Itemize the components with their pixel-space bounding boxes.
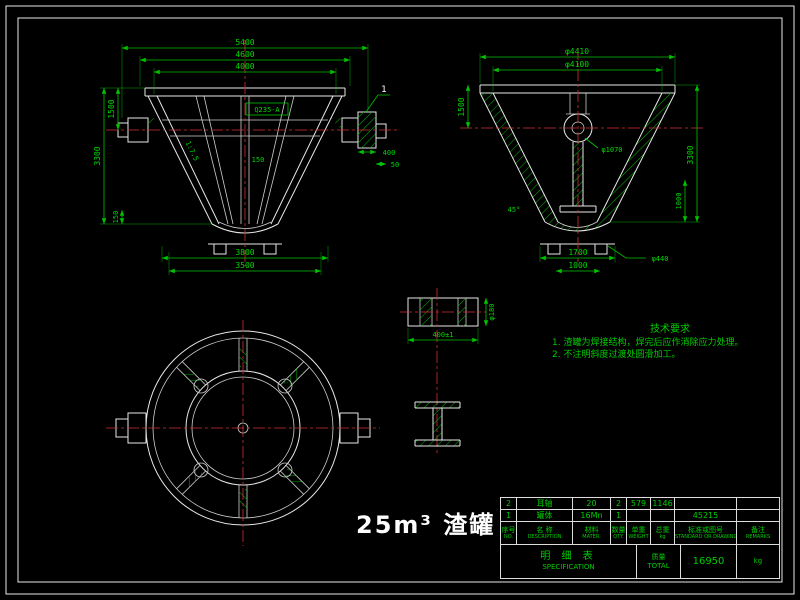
footer-title: 明 细 表 SPECIFICATION [501,545,637,578]
header-standard: 标准或图号 STANDARD OR DRAWING No. [675,522,737,545]
dim-front-center: 150 [252,156,265,164]
dim-front-bottom-outer: 3800 [235,248,254,257]
dim-front-trunnion-length: 400 [383,149,396,157]
plan-rib [176,361,206,391]
cell-remarks [737,510,779,522]
notes-line-1: 1. 渣罐为焊接结构，焊完后应作消除应力处理。 [552,338,744,348]
dim-front-rim-to-trunnion: 1500 [107,99,116,118]
table-row: 2 耳轴 20 2 579 1146 [501,498,779,510]
dim-front-bottom-offset: 150 [112,211,120,224]
dim-front-bottom-inner: 3500 [235,261,254,270]
drawing-title: 25m³ 渣罐 [356,511,496,539]
inner-border [17,17,783,583]
dim-front-rim-width: 4600 [235,50,254,59]
footer-total-unit: kg [753,557,763,565]
header-total-weight: 总重 kg [651,522,675,545]
dim-front-height: 3300 [93,146,102,165]
notes-title: 技术要求 [650,324,690,335]
front-view-dimensions: 5400 4600 4000 1500 3300 150 3800 3500 4… [93,38,399,275]
front-part-callout-1: 1 [381,85,387,95]
plan-view [106,320,380,546]
dim-side-height: 3300 [686,145,695,164]
dim-side-bottom-outer: 1700 [568,248,587,257]
plan-rib [280,465,310,495]
side-view [460,48,706,262]
cell-name: 耳轴 [517,498,573,510]
cell-remarks [737,498,779,510]
header-qty: 数量 QTY. [611,522,627,545]
dim-pin-dia: φ180 [488,304,496,321]
dim-side-dia-inner: φ4100 [565,60,589,69]
side-view-dimensions: φ4410 φ4100 1500 3300 1000 1700 1000 φ44… [457,47,700,274]
detail-rib-section [414,401,461,447]
table-row: 1 罐体 16Mn 1 45215 [501,510,779,522]
dim-side-bottom-inner: 1000 [568,261,587,270]
plan-rib [280,361,310,391]
cell-unit-weight: 579 [627,498,651,510]
header-material: 材料 MATER. [573,522,611,545]
front-taper-label: 1:7.5 [184,140,200,162]
front-plate-label: Q235-A [254,106,280,114]
dim-pin-length: 400±1 [432,331,453,339]
dim-front-trunnion-step: 50 [391,161,399,169]
cell-name: 罐体 [517,510,573,522]
notes-line-2: 2. 不注明斜度过渡处圆滑加工。 [552,350,681,360]
footer-total-label: 质量 TOTAL [637,545,681,578]
cell-standard: 45215 [675,510,737,522]
dim-front-opening-width: 4000 [235,62,254,71]
technical-notes: 技术要求 1. 渣罐为焊接结构，焊完后应作消除应力处理。 2. 不注明斜度过渡处… [552,324,788,361]
cell-standard [675,498,737,510]
specification-table: 2 耳轴 20 2 579 1146 1 罐体 16Mn 1 45215 序号 … [500,497,780,579]
cell-no: 1 [501,510,517,522]
header-remarks: 备注 REMARKS [737,522,779,545]
outer-border [5,5,795,595]
cell-qty: 2 [611,498,627,510]
cell-total-weight: 1146 [651,498,675,510]
header-no: 序号 NO. [501,522,517,545]
cell-no: 2 [501,498,517,510]
plan-rib [176,465,206,495]
footer-total-value: 16950 [681,545,737,578]
dim-side-hub-dia: φ1070 [601,146,622,154]
dim-side-dia-outer: φ4410 [565,47,589,56]
cell-material: 16Mn [573,510,611,522]
cell-material: 20 [573,498,611,510]
table-header-row: 序号 NO. 名 称 DESCRIPTION 材料 MATER. 数量 QTY.… [501,522,779,545]
table-footer-row: 明 细 表 SPECIFICATION 质量 TOTAL 16950 kg [501,545,779,578]
cell-total-weight [651,510,675,522]
dim-side-angle: 45° [508,206,521,214]
header-name: 名 称 DESCRIPTION [517,522,573,545]
dim-front-overall-width: 5400 [235,38,254,47]
header-unit-weight: 单重 WEIGHT [627,522,651,545]
front-view [106,40,400,266]
cell-qty: 1 [611,510,627,522]
cell-unit-weight [627,510,651,522]
dim-side-bottom-dia: φ440 [652,255,669,263]
dim-side-upper-height: 1500 [457,97,466,116]
detail-pin: 400±1 φ180 [400,288,496,456]
dim-side-lower-height: 1000 [675,193,683,210]
